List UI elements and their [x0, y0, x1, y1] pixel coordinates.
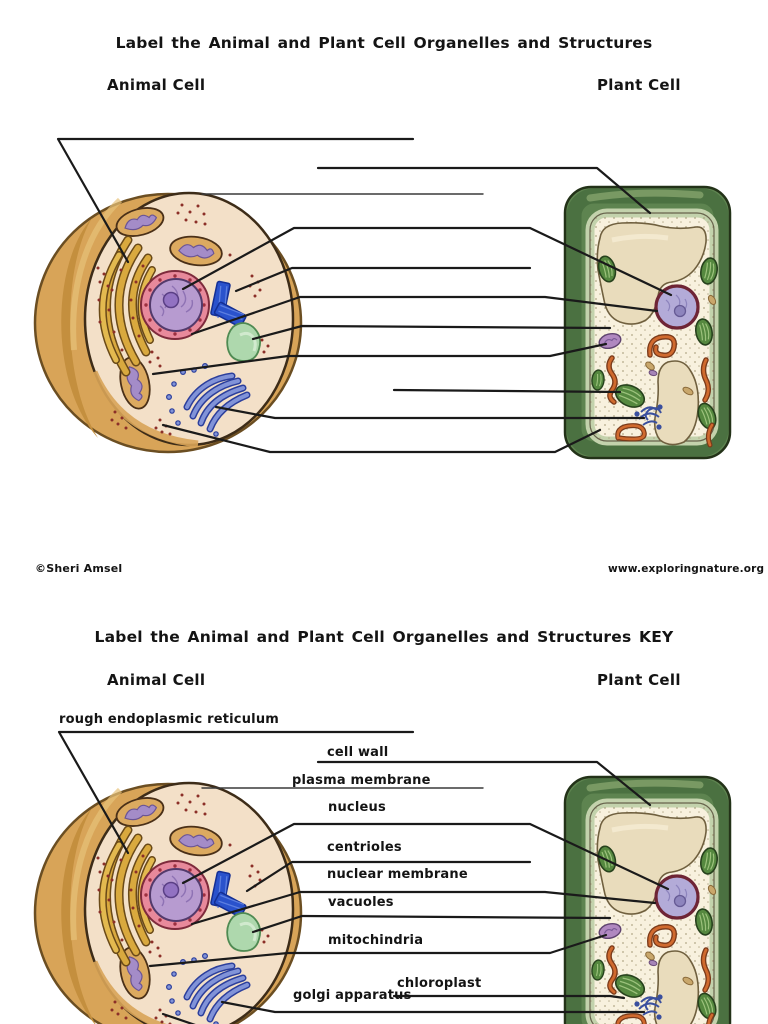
key-line-cell-wall [316, 760, 652, 807]
key-label-golgi-apparatus: golgi apparatus [293, 988, 412, 1003]
animal-cell-heading: Animal Cell [107, 76, 206, 94]
key-line-golgi [220, 1000, 646, 1014]
key-animal-cell-heading: Animal Cell [107, 671, 206, 689]
worksheet-title: Label the Animal and Plant Cell Organell… [115, 34, 653, 52]
answer-line-nuclear-membrane [190, 295, 659, 336]
plant-cell-illustration-key [565, 777, 730, 1024]
key-line-chloroplast [392, 994, 626, 1000]
key-line-rough-er [57, 730, 415, 855]
answer-line-mitochondria [151, 342, 608, 376]
credit-author: ©Sheri Amsel [35, 562, 123, 575]
key-label-chloroplast: chloroplast [397, 976, 482, 991]
answer-line-vacuoles [251, 324, 612, 341]
key-label-centrioles: centrioles [327, 840, 402, 855]
credit-website: www.exploringnature.org [608, 563, 765, 575]
answer-lines-key [57, 730, 670, 1024]
answer-line-rough-er [56, 137, 415, 264]
key-label-vacuoles: vacuoles [328, 895, 394, 910]
key-line-nucleus [181, 822, 670, 891]
key-line-vacuoles [251, 914, 612, 934]
key-label-mitochondria: mitochindria [328, 933, 424, 948]
key-line-ribosomes [161, 1012, 196, 1024]
answer-line-chloroplast [392, 388, 622, 394]
key-label-nucleus: nucleus [328, 800, 386, 815]
key-title: Label the Animal and Plant Cell Organell… [94, 628, 674, 646]
key-label-nuclear-membrane: nuclear membrane [327, 867, 468, 882]
key-line-nuclear-membrane [190, 890, 657, 926]
answer-line-cell-wall [316, 166, 652, 215]
key-label-rough-endoplasmic-reticulum: rough endoplasmic reticulum [59, 712, 280, 727]
answer-line-centrioles [234, 266, 532, 293]
key-label-plasma-membrane: plasma membrane [292, 773, 431, 788]
answer-line-ribosomes [161, 423, 602, 454]
key-plant-cell-heading: Plant Cell [597, 671, 681, 689]
animal-cell-illustration-top [35, 193, 301, 452]
key-line-centrioles [245, 860, 532, 893]
plant-cell-heading: Plant Cell [597, 76, 681, 94]
key-line-mitochondria [148, 933, 608, 968]
answer-line-nucleus [181, 226, 673, 297]
answer-line-golgi [214, 405, 646, 420]
key-label-cell-wall: cell wall [327, 745, 389, 760]
answer-lines-blank [56, 137, 673, 454]
